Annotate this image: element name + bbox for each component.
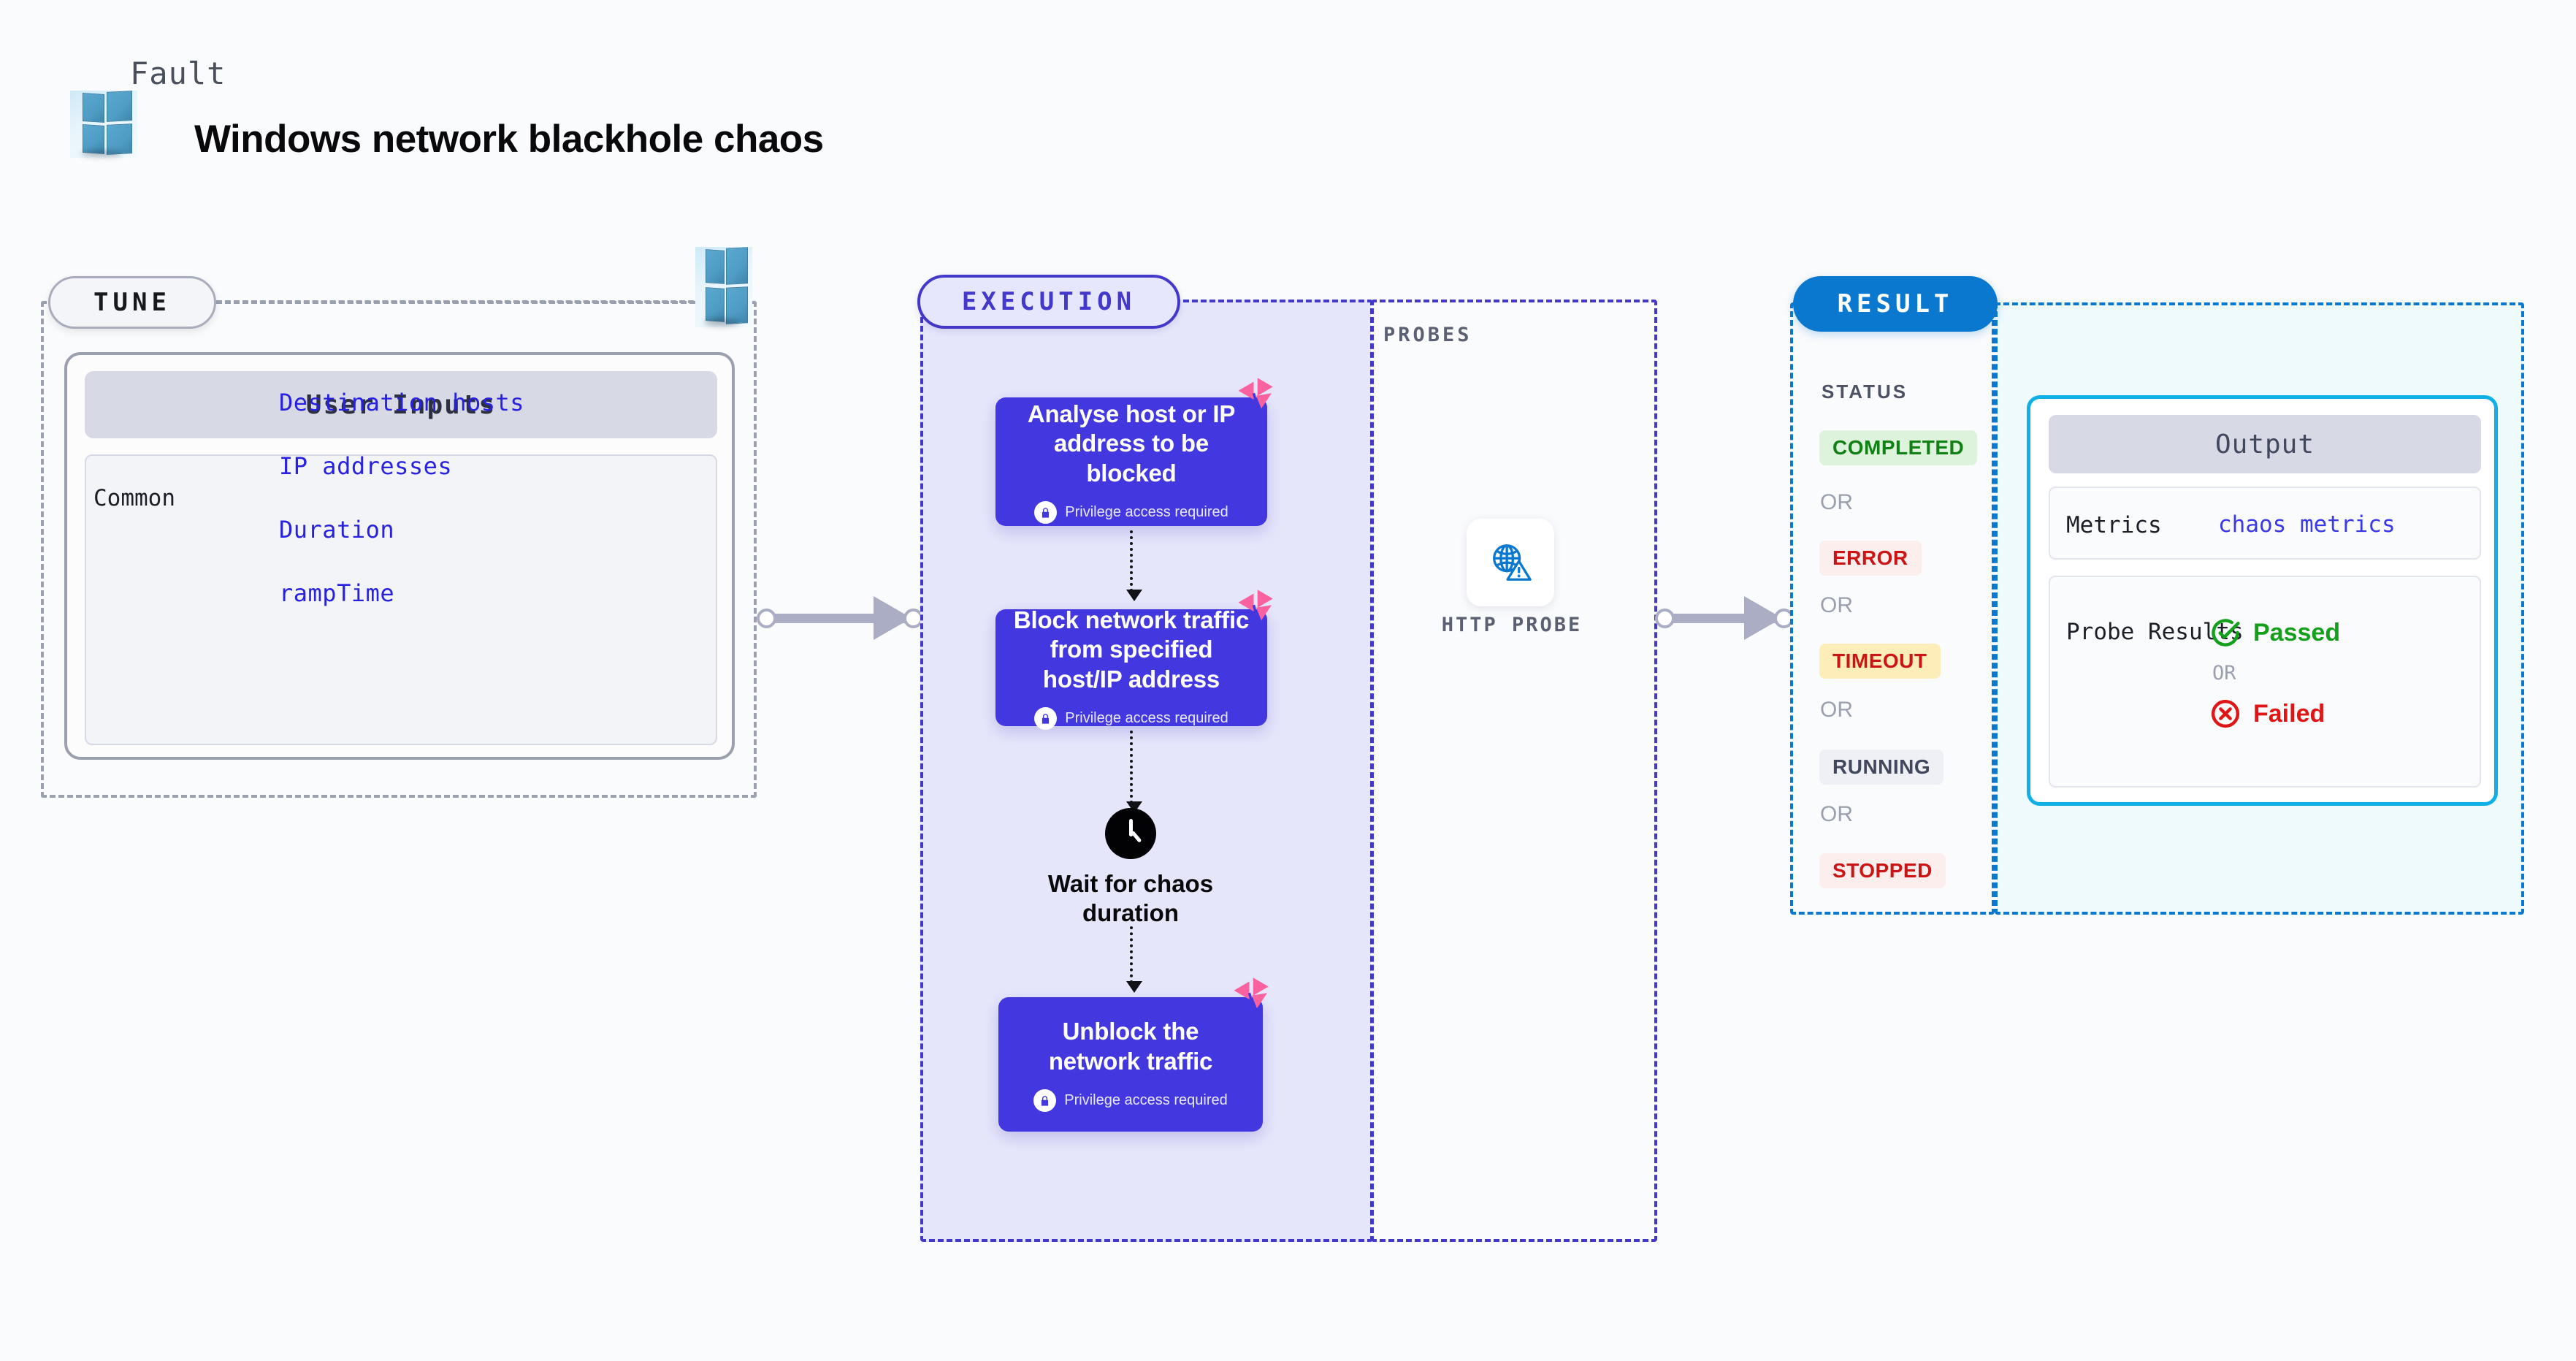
result-section-frame [1790, 302, 1995, 915]
flow-arrow [1126, 926, 1142, 993]
execution-block[interactable]: Analyse host or IP address to be blocked… [995, 397, 1267, 526]
wait-step-label: Wait for chaos duration [1047, 870, 1214, 927]
user-inputs-header: User Inputs [85, 371, 717, 438]
execution-chip[interactable]: EXECUTION [917, 275, 1180, 329]
passed-label: Passed [2253, 618, 2341, 647]
probes-section-label: PROBES [1383, 324, 1472, 346]
litmus-logo-icon [1234, 977, 1269, 1009]
result-chip[interactable]: RESULT [1793, 276, 1998, 332]
litmus-logo-icon [1238, 590, 1273, 621]
lock-icon [1033, 1089, 1057, 1112]
probe-results-values: Passed OR Failed [2209, 617, 2340, 730]
status-badge: COMPLETED [1819, 430, 1978, 465]
user-input-param[interactable]: Duration [279, 516, 395, 544]
execution-block[interactable]: Block network traffic from specified hos… [995, 606, 1267, 730]
privilege-badge: Privilege access required [1034, 706, 1228, 730]
windows-logo-icon [70, 90, 137, 158]
status-badge: STOPPED [1819, 853, 1946, 888]
privilege-text: Privilege access required [1065, 709, 1228, 726]
or-separator: OR [2212, 662, 2236, 685]
fault-kicker: Fault [130, 56, 226, 91]
tune-platform-connector [216, 300, 720, 303]
or-separator: OR [1820, 698, 1853, 722]
probe-result-failed: Failed [2209, 698, 2340, 730]
privilege-text: Privilege access required [1064, 1091, 1228, 1108]
connector-execution-to-result [1655, 596, 1794, 640]
windows-platform-icon [695, 247, 752, 327]
output-probe-results-row: Probe Results Passed OR Failed [2049, 576, 2481, 788]
user-inputs-card: User Inputs Common Destination hosts IP … [64, 352, 735, 760]
x-circle-icon [2211, 699, 2240, 728]
connector-start-node [757, 609, 776, 628]
connector-start-node [1655, 609, 1675, 628]
user-inputs-param-list: Destination hosts IP addresses Duration … [279, 389, 673, 643]
status-badge: ERROR [1819, 541, 1922, 576]
privilege-badge: Privilege access required [1034, 500, 1228, 524]
output-metrics-row: Metrics chaos metrics [2049, 487, 2481, 560]
litmus-logo-icon [1238, 378, 1273, 409]
check-circle-icon [2212, 619, 2240, 647]
execution-block-title: Unblock the network traffic [1048, 1018, 1213, 1075]
execution-block-title: Block network traffic from specified hos… [1013, 606, 1250, 693]
flow-arrow [1126, 530, 1142, 601]
probes-section-frame [1371, 300, 1657, 1242]
status-badge: RUNNING [1819, 750, 1944, 785]
metrics-key: Metrics [2066, 512, 2162, 538]
flow-arrow [1126, 731, 1142, 813]
user-inputs-group-label: Common [93, 485, 175, 511]
output-card: Output Metrics chaos metrics Probe Resul… [2027, 395, 2498, 806]
user-input-param[interactable]: rampTime [279, 579, 395, 607]
lock-icon [1034, 706, 1058, 730]
probe-result-passed: Passed [2209, 617, 2340, 649]
failed-label: Failed [2253, 699, 2325, 728]
tune-chip[interactable]: TUNE [48, 276, 216, 329]
user-input-param[interactable]: IP addresses [279, 452, 453, 480]
execution-block-title: Analyse host or IP address to be blocked [1027, 400, 1236, 487]
metrics-value[interactable]: chaos metrics [2218, 511, 2396, 538]
clock-icon [1105, 808, 1156, 859]
privilege-text: Privilege access required [1065, 503, 1228, 520]
globe-warning-icon [1493, 544, 1532, 581]
lock-icon [1034, 500, 1058, 524]
page-title: Windows network blackhole chaos [194, 118, 824, 161]
user-inputs-body [85, 454, 717, 745]
connector-tune-to-execution [757, 596, 923, 640]
status-label: STATUS [1822, 381, 1908, 403]
http-probe-label: HTTP PROBE [1441, 614, 1583, 636]
status-badge: TIMEOUT [1819, 644, 1941, 679]
user-input-param[interactable]: Destination hosts [279, 389, 525, 416]
output-header: Output [2049, 415, 2481, 473]
execution-block[interactable]: Unblock the network traffic Privilege ac… [998, 997, 1263, 1132]
http-probe-tile[interactable] [1467, 519, 1554, 606]
privilege-badge: Privilege access required [1033, 1089, 1228, 1112]
connector-end-node [903, 609, 923, 628]
or-separator: OR [1820, 802, 1853, 826]
or-separator: OR [1820, 490, 1853, 514]
or-separator: OR [1820, 593, 1853, 617]
